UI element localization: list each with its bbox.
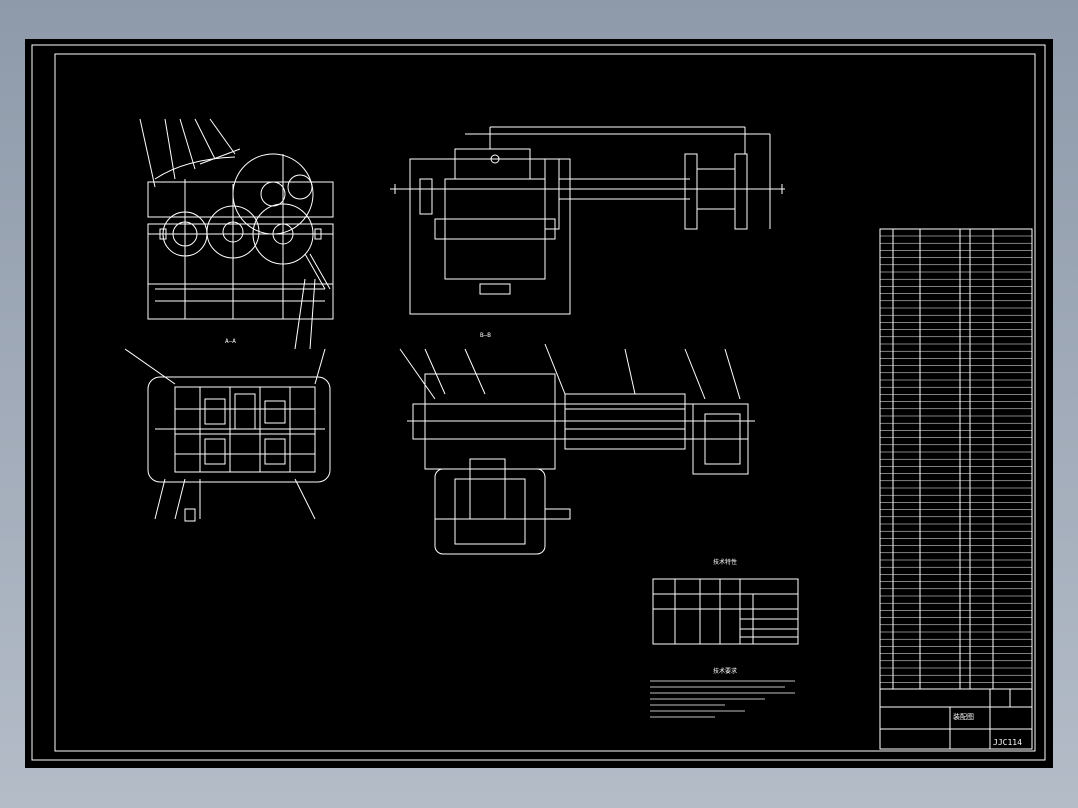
title-block — [879, 688, 1033, 750]
section-bb-view — [399, 343, 755, 555]
drawing-viewport[interactable]: A—A B—B 技术特性 技术要求 装配图 JJC114 — [25, 39, 1053, 768]
notes-title: 技术要求 — [713, 667, 737, 675]
section-bb-label: B—B — [480, 332, 491, 339]
section-aa-view — [124, 348, 331, 522]
table-title: 技术特性 — [713, 558, 737, 566]
side-view — [390, 126, 785, 315]
front-view — [139, 118, 334, 350]
technical-notes — [650, 680, 795, 718]
cad-drawing: A—A B—B 技术特性 技术要求 装配图 JJC114 — [31, 44, 1046, 761]
drawing-name: 装配图 — [953, 712, 974, 721]
section-aa-label: A—A — [225, 338, 236, 345]
drawing-code: JJC114 — [993, 738, 1022, 747]
inner-frame — [54, 53, 1036, 752]
technical-table — [652, 578, 799, 645]
outer-frame — [31, 44, 1046, 761]
